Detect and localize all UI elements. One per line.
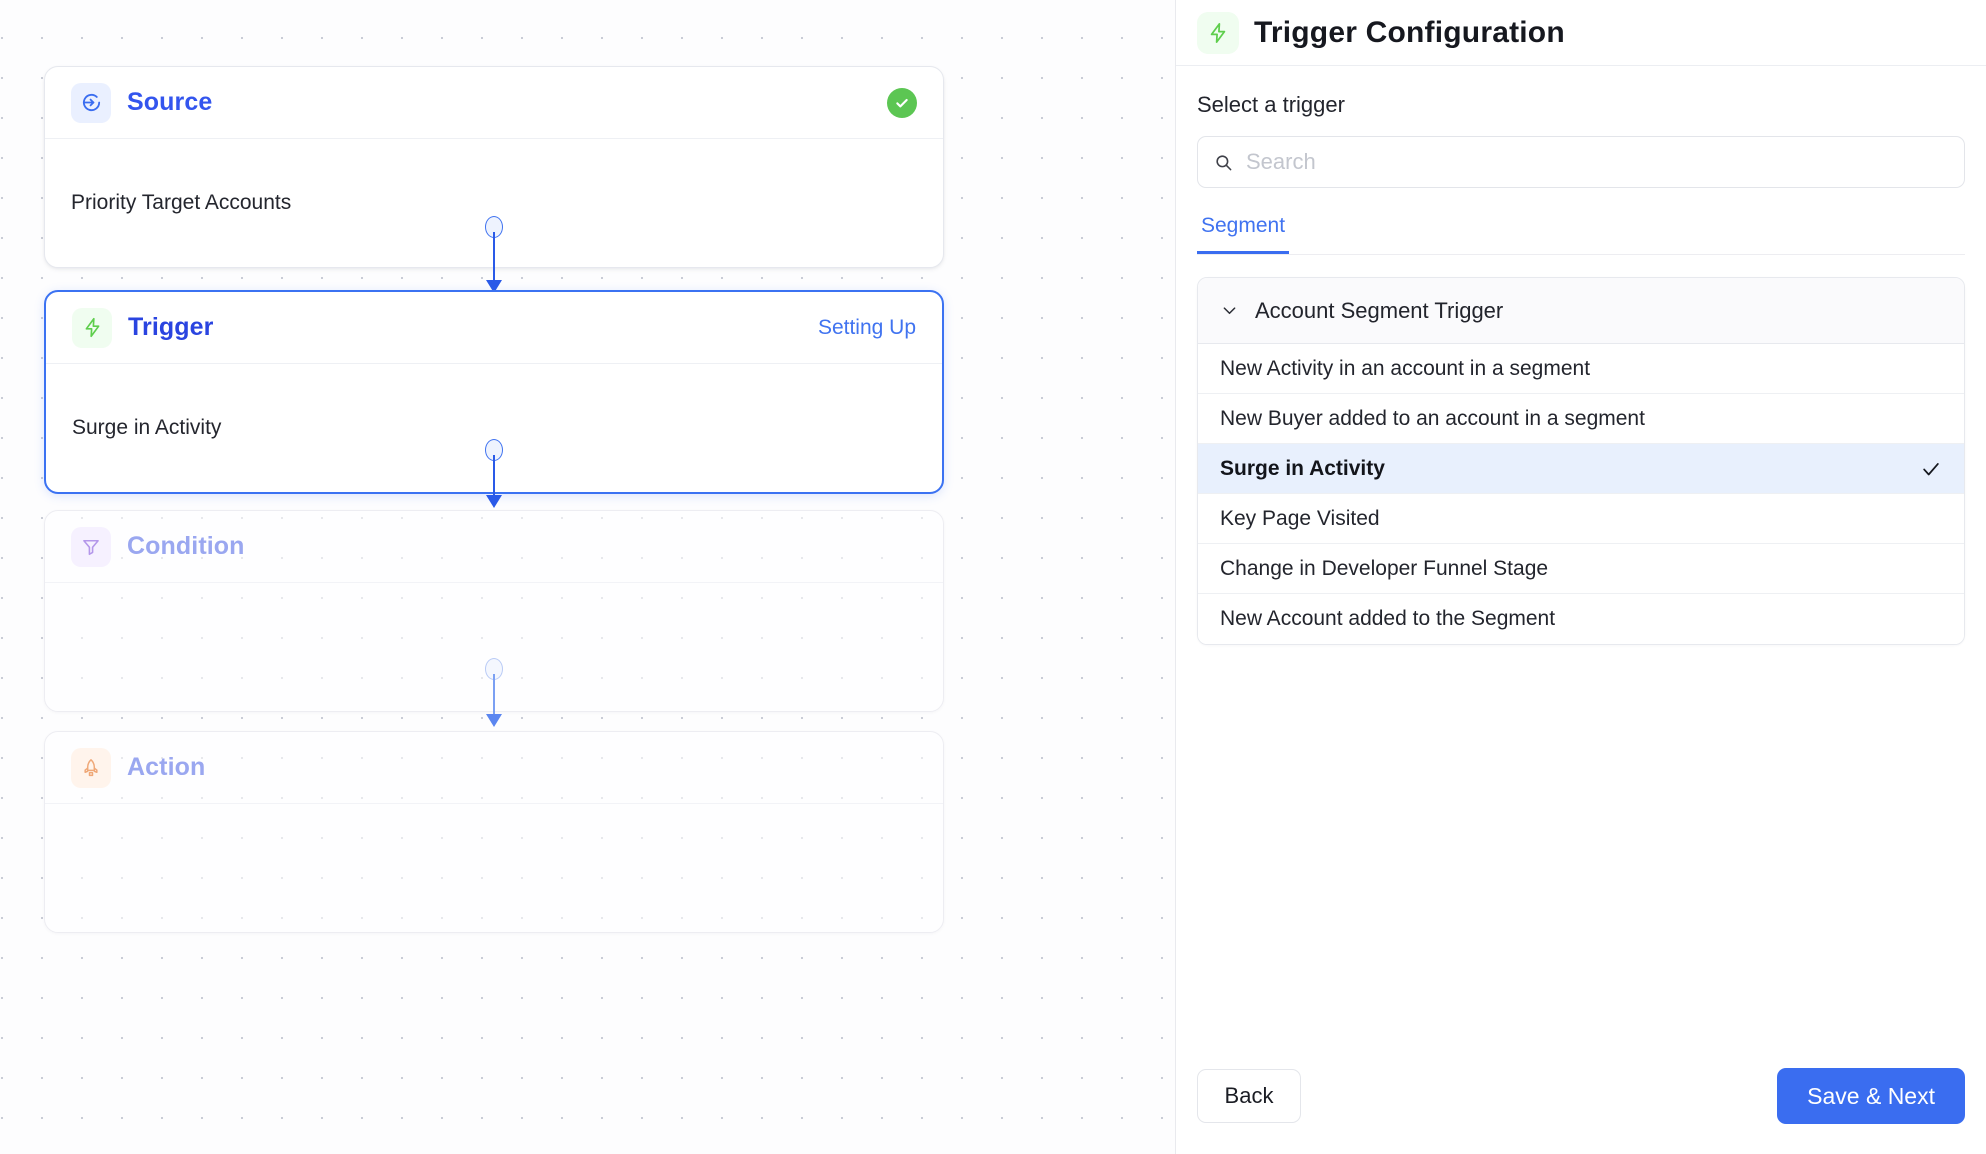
node-action[interactable]: Action	[44, 731, 944, 933]
node-source-title: Source	[127, 88, 213, 116]
page-title: Trigger Configuration	[1254, 15, 1565, 49]
node-condition-header: Condition	[45, 511, 943, 583]
search-icon	[1214, 153, 1233, 172]
node-trigger-header: Trigger Setting Up	[46, 292, 942, 364]
node-trigger-body: Surge in Activity	[72, 416, 222, 439]
tab-segment[interactable]: Segment	[1197, 214, 1290, 254]
panel-tabs: Segment	[1197, 214, 1965, 255]
connector-arrow-source-trigger	[486, 280, 502, 293]
list-item[interactable]: Key Page Visited	[1198, 494, 1964, 544]
check-circle-icon	[887, 87, 917, 118]
list-item[interactable]: Change in Developer Funnel Stage	[1198, 544, 1964, 594]
panel-footer: Back Save & Next	[1176, 1068, 1986, 1154]
panel-body: Select a trigger Search Segment	[1176, 66, 1986, 1068]
node-source-header: Source	[45, 67, 943, 139]
option-label: New Activity in an account in a segment	[1220, 356, 1591, 380]
connector-arrow-condition-action	[486, 714, 502, 727]
check-icon	[1920, 458, 1942, 480]
option-label: New Account added to the Segment	[1220, 607, 1556, 630]
node-action-body	[45, 804, 943, 932]
back-button[interactable]: Back	[1197, 1069, 1301, 1123]
node-source-status	[887, 87, 917, 118]
panel-header: Trigger Configuration	[1176, 0, 1986, 66]
connector-line-source-trigger	[493, 232, 495, 284]
list-item[interactable]: New Activity in an account in a segment	[1198, 344, 1964, 394]
option-group-label: Account Segment Trigger	[1255, 297, 1504, 323]
connector-line-condition-action	[493, 674, 495, 718]
funnel-icon	[71, 526, 111, 567]
option-label: Key Page Visited	[1220, 506, 1380, 530]
list-item[interactable]: New Account added to the Segment	[1198, 594, 1964, 644]
node-trigger-status: Setting Up	[818, 316, 916, 340]
option-label: New Buyer added to an account in a segme…	[1220, 406, 1645, 430]
workflow-canvas[interactable]: Source Priority Target Accounts	[0, 0, 1175, 1154]
option-label: Surge in Activity	[1220, 456, 1385, 480]
list-item[interactable]: New Buyer added to an account in a segme…	[1198, 394, 1964, 444]
connector-line-trigger-condition	[493, 455, 495, 500]
node-condition-title: Condition	[127, 532, 245, 560]
trigger-configuration-panel: Trigger Configuration Select a trigger S…	[1175, 0, 1986, 1154]
node-source-body: Priority Target Accounts	[71, 191, 292, 214]
option-label: Change in Developer Funnel Stage	[1220, 556, 1549, 580]
node-trigger-status-text[interactable]: Setting Up	[817, 315, 916, 339]
save-and-next-button[interactable]: Save & Next	[1777, 1068, 1965, 1124]
lightning-bolt-icon	[1197, 11, 1239, 54]
connector-arrow-trigger-condition	[486, 495, 502, 508]
select-trigger-label: Select a trigger	[1197, 92, 1345, 117]
chevron-down-icon[interactable]	[1220, 301, 1239, 320]
node-trigger-title: Trigger	[128, 313, 214, 341]
node-action-header: Action	[45, 732, 943, 804]
option-group-account-segment-trigger[interactable]: Account Segment Trigger	[1198, 278, 1964, 344]
search-input[interactable]: Search	[1197, 136, 1965, 188]
rocket-icon	[71, 747, 111, 788]
trigger-options-list: Account Segment Trigger New Activity in …	[1197, 277, 1965, 645]
lightning-bolt-icon	[72, 307, 112, 348]
arrow-into-circle-icon	[71, 82, 111, 123]
node-action-title: Action	[127, 753, 206, 781]
search-placeholder: Search	[1246, 149, 1316, 174]
list-item-selected[interactable]: Surge in Activity	[1198, 444, 1964, 494]
